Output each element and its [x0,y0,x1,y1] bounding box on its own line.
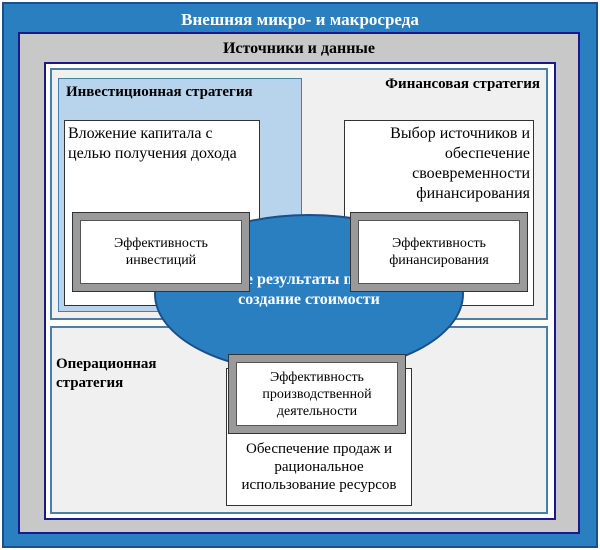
operations-efficiency-box: Эффективность производственной деятельно… [228,354,406,434]
sources-title: Источники и данные [222,40,376,57]
investment-strategy-title: Инвестиционная стратегия [66,84,253,100]
financing-efficiency-box: Эффективность финансирования [350,212,528,292]
financial-strategy-title: Финансовая стратегия [385,76,540,92]
financing-efficiency-label: Эффективность финансирования [358,220,520,284]
financing-description: Выбор источников и обеспечение своевреме… [390,125,530,202]
operational-strategy-title: Операционная стратегия [56,356,157,391]
operations-description: Обеспечение продаж и рациональное исполь… [241,441,397,493]
investment-description: Вложение капитала с целью получения дохо… [68,125,237,162]
operations-efficiency-label: Эффективность производственной деятельно… [236,362,398,426]
investment-efficiency-box: Эффективность инвестиций [72,212,250,292]
investment-efficiency-label: Эффективность инвестиций [80,220,242,284]
outer-environment-title: Внешняя микро- и макросреда [181,10,419,29]
